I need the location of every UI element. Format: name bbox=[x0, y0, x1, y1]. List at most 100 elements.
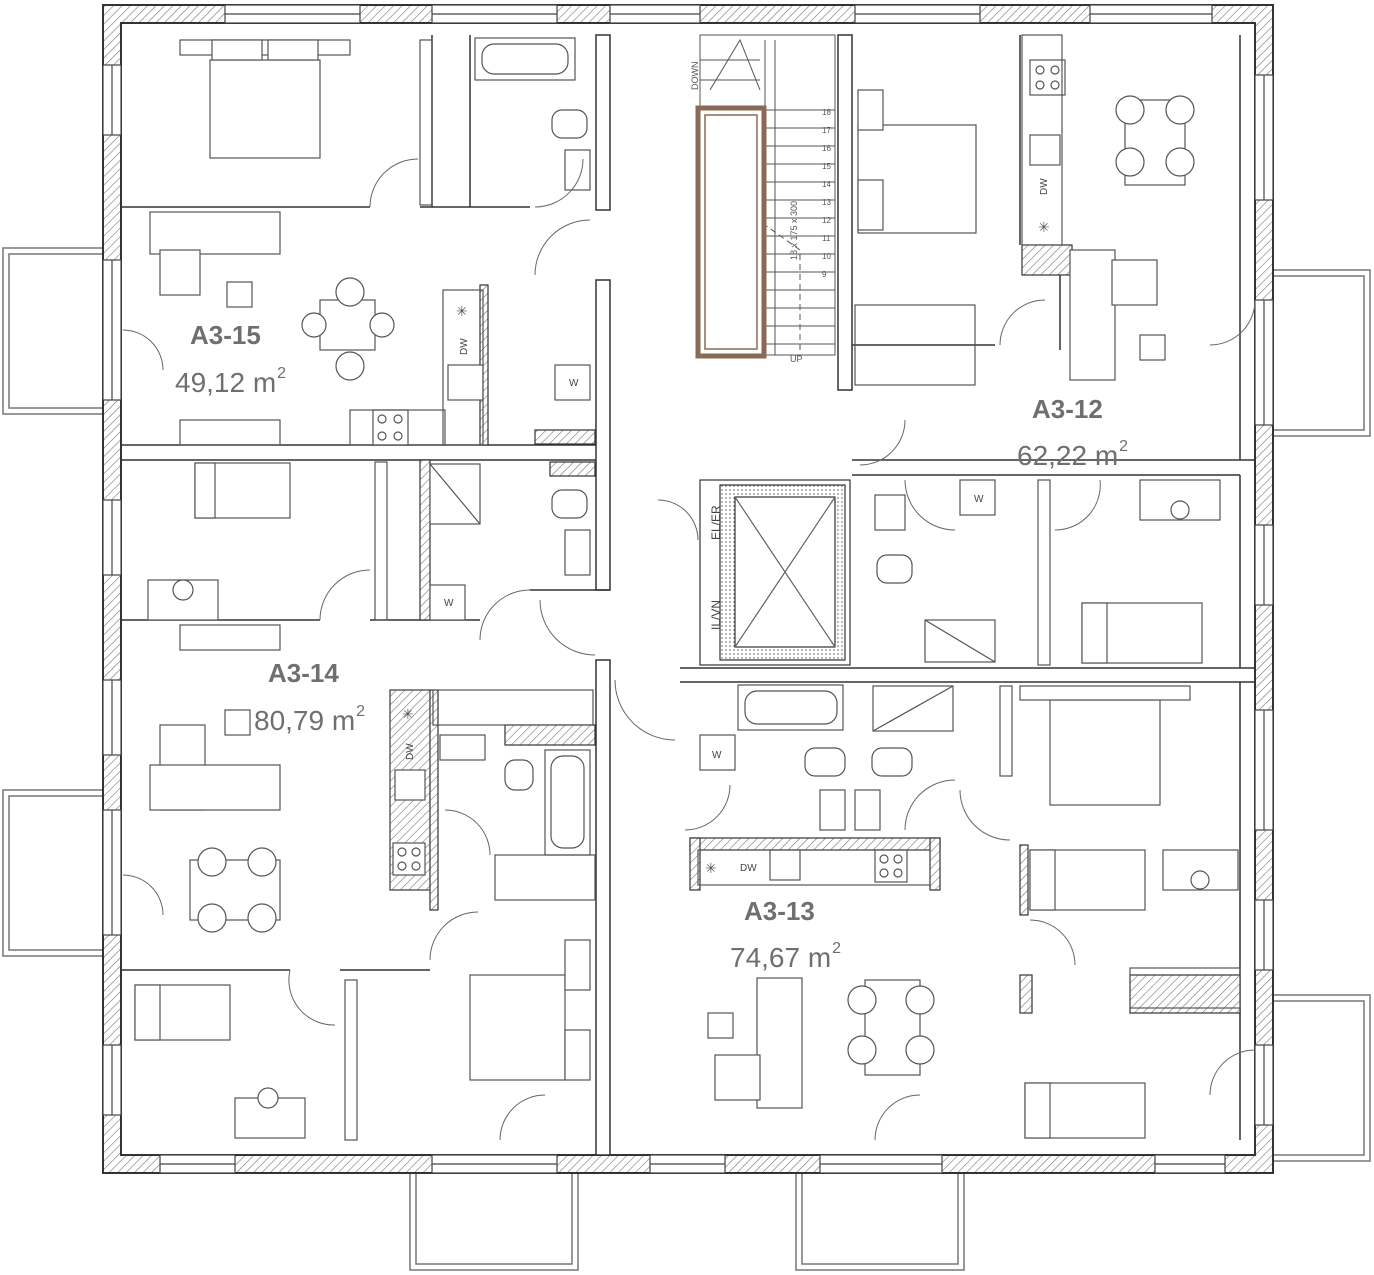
window-icon bbox=[819, 1154, 943, 1174]
door-swing-icon bbox=[904, 779, 956, 831]
unit-area-value: 49,12 m bbox=[175, 367, 277, 398]
washer-icon bbox=[959, 479, 996, 516]
bathtub-icon bbox=[474, 37, 576, 81]
door-swing-icon bbox=[369, 158, 419, 208]
dishwasher-label: DW bbox=[740, 863, 757, 874]
toilet-icon bbox=[876, 554, 913, 584]
door-swing-icon bbox=[539, 599, 596, 656]
door-swing-icon bbox=[444, 809, 491, 856]
stair-step-number: 10 bbox=[822, 252, 831, 261]
unit-area-a3-15: 49,12 m2 bbox=[175, 365, 286, 399]
door-swing-icon bbox=[319, 569, 371, 621]
window-icon bbox=[1254, 299, 1274, 426]
window-icon bbox=[431, 4, 558, 24]
sofa-icon bbox=[1069, 249, 1158, 381]
door-swing-icon bbox=[288, 969, 336, 1026]
stair-step-number: 18 bbox=[822, 108, 831, 117]
door-swings bbox=[122, 158, 1256, 1141]
door-swing-icon bbox=[859, 419, 906, 466]
door-swing-icon bbox=[684, 784, 731, 831]
door-swing-icon bbox=[874, 1094, 921, 1141]
bed-icon bbox=[194, 462, 291, 519]
bed-icon bbox=[1019, 685, 1191, 806]
balcony-icon bbox=[409, 1171, 579, 1271]
bathtubs bbox=[474, 37, 844, 856]
wardrobes bbox=[344, 39, 1241, 1141]
window-icon bbox=[102, 809, 122, 936]
unit-area-a3-12: 62,22 m2 bbox=[1017, 438, 1128, 472]
stair-step-number: 13 bbox=[822, 198, 831, 207]
sink-icon bbox=[874, 494, 906, 531]
door-swing-icon bbox=[499, 1094, 546, 1141]
unit-area-sup: 2 bbox=[1119, 438, 1129, 455]
toilet-icon bbox=[871, 747, 913, 777]
washer-label: W bbox=[569, 378, 579, 389]
interior-walls bbox=[121, 34, 1255, 1156]
window-icon bbox=[102, 1044, 122, 1116]
toilets bbox=[504, 109, 913, 791]
window-icon bbox=[102, 64, 122, 136]
desk-chair-icon bbox=[1162, 849, 1239, 891]
fridge-icon: ✳ bbox=[1038, 220, 1050, 236]
desk-chair-icon bbox=[1139, 479, 1221, 521]
outer-walls bbox=[102, 4, 1274, 1174]
dishwasher-label: DW bbox=[459, 338, 470, 355]
stove-icon bbox=[392, 842, 426, 876]
window-icon bbox=[102, 679, 122, 756]
fridges: ✳ ✳ ✳ ✳ bbox=[402, 220, 1050, 877]
desk-chair-icon bbox=[147, 579, 219, 621]
bed-icon bbox=[1029, 849, 1146, 911]
unit-area-a3-14: 80,79 m2 bbox=[254, 703, 365, 737]
window-icon bbox=[1254, 524, 1274, 606]
bed-icon bbox=[469, 939, 591, 1081]
sink-icon bbox=[854, 789, 881, 831]
unit-area-value: 80,79 m bbox=[254, 705, 356, 736]
door-swing-icon bbox=[657, 499, 699, 541]
bed-icon bbox=[1024, 1082, 1146, 1139]
door-swing-icon bbox=[614, 679, 676, 741]
shower-icon bbox=[924, 619, 996, 663]
window-icon bbox=[1254, 899, 1274, 971]
fridge-icon: ✳ bbox=[705, 861, 717, 877]
sink-icon bbox=[394, 769, 426, 801]
bed-icon bbox=[179, 39, 351, 159]
toilet-icon bbox=[504, 759, 534, 791]
dishwasher-label: DW bbox=[1039, 178, 1050, 195]
sink-icon bbox=[819, 789, 846, 831]
washers bbox=[429, 364, 996, 771]
door-swing-icon bbox=[534, 219, 591, 276]
door-swing-icon bbox=[1054, 479, 1101, 531]
bathtub-icon bbox=[544, 749, 591, 856]
unit-area-value: 62,22 m bbox=[1017, 440, 1119, 471]
stove-icon bbox=[874, 849, 908, 883]
stair-steps bbox=[700, 59, 835, 345]
toilet-icon bbox=[551, 109, 588, 139]
window-icon bbox=[159, 1154, 236, 1174]
unit-area-a3-13: 74,67 m2 bbox=[730, 940, 841, 974]
stair-step-number: 14 bbox=[822, 180, 831, 189]
bathtub-icon bbox=[737, 684, 844, 731]
beds bbox=[134, 39, 1203, 1139]
window-icon bbox=[1154, 1154, 1226, 1174]
sink-icon bbox=[564, 529, 591, 576]
stoves bbox=[372, 59, 1066, 883]
stair-stairwell-highlight bbox=[695, 105, 767, 359]
sinks bbox=[394, 134, 1061, 881]
sink-icon bbox=[1029, 134, 1061, 166]
washer-icon bbox=[429, 584, 466, 621]
door-swing-icon bbox=[479, 589, 531, 641]
door-swing-icon bbox=[429, 911, 479, 961]
door-swing-icon bbox=[959, 789, 1011, 841]
door-swing-icon bbox=[1209, 299, 1256, 346]
window-icon bbox=[1254, 709, 1274, 831]
balcony-icon bbox=[2, 789, 104, 957]
balcony-icon bbox=[1271, 994, 1371, 1162]
sink-icon bbox=[439, 734, 486, 761]
stair-up-label: UP bbox=[790, 354, 803, 364]
door-swing-icon bbox=[999, 299, 1046, 346]
door-swing-icon bbox=[122, 874, 164, 916]
dining-table-icon bbox=[847, 979, 935, 1076]
windows bbox=[102, 4, 1274, 1174]
sofa-icon bbox=[149, 211, 281, 296]
door-swing-icon bbox=[1029, 919, 1076, 966]
